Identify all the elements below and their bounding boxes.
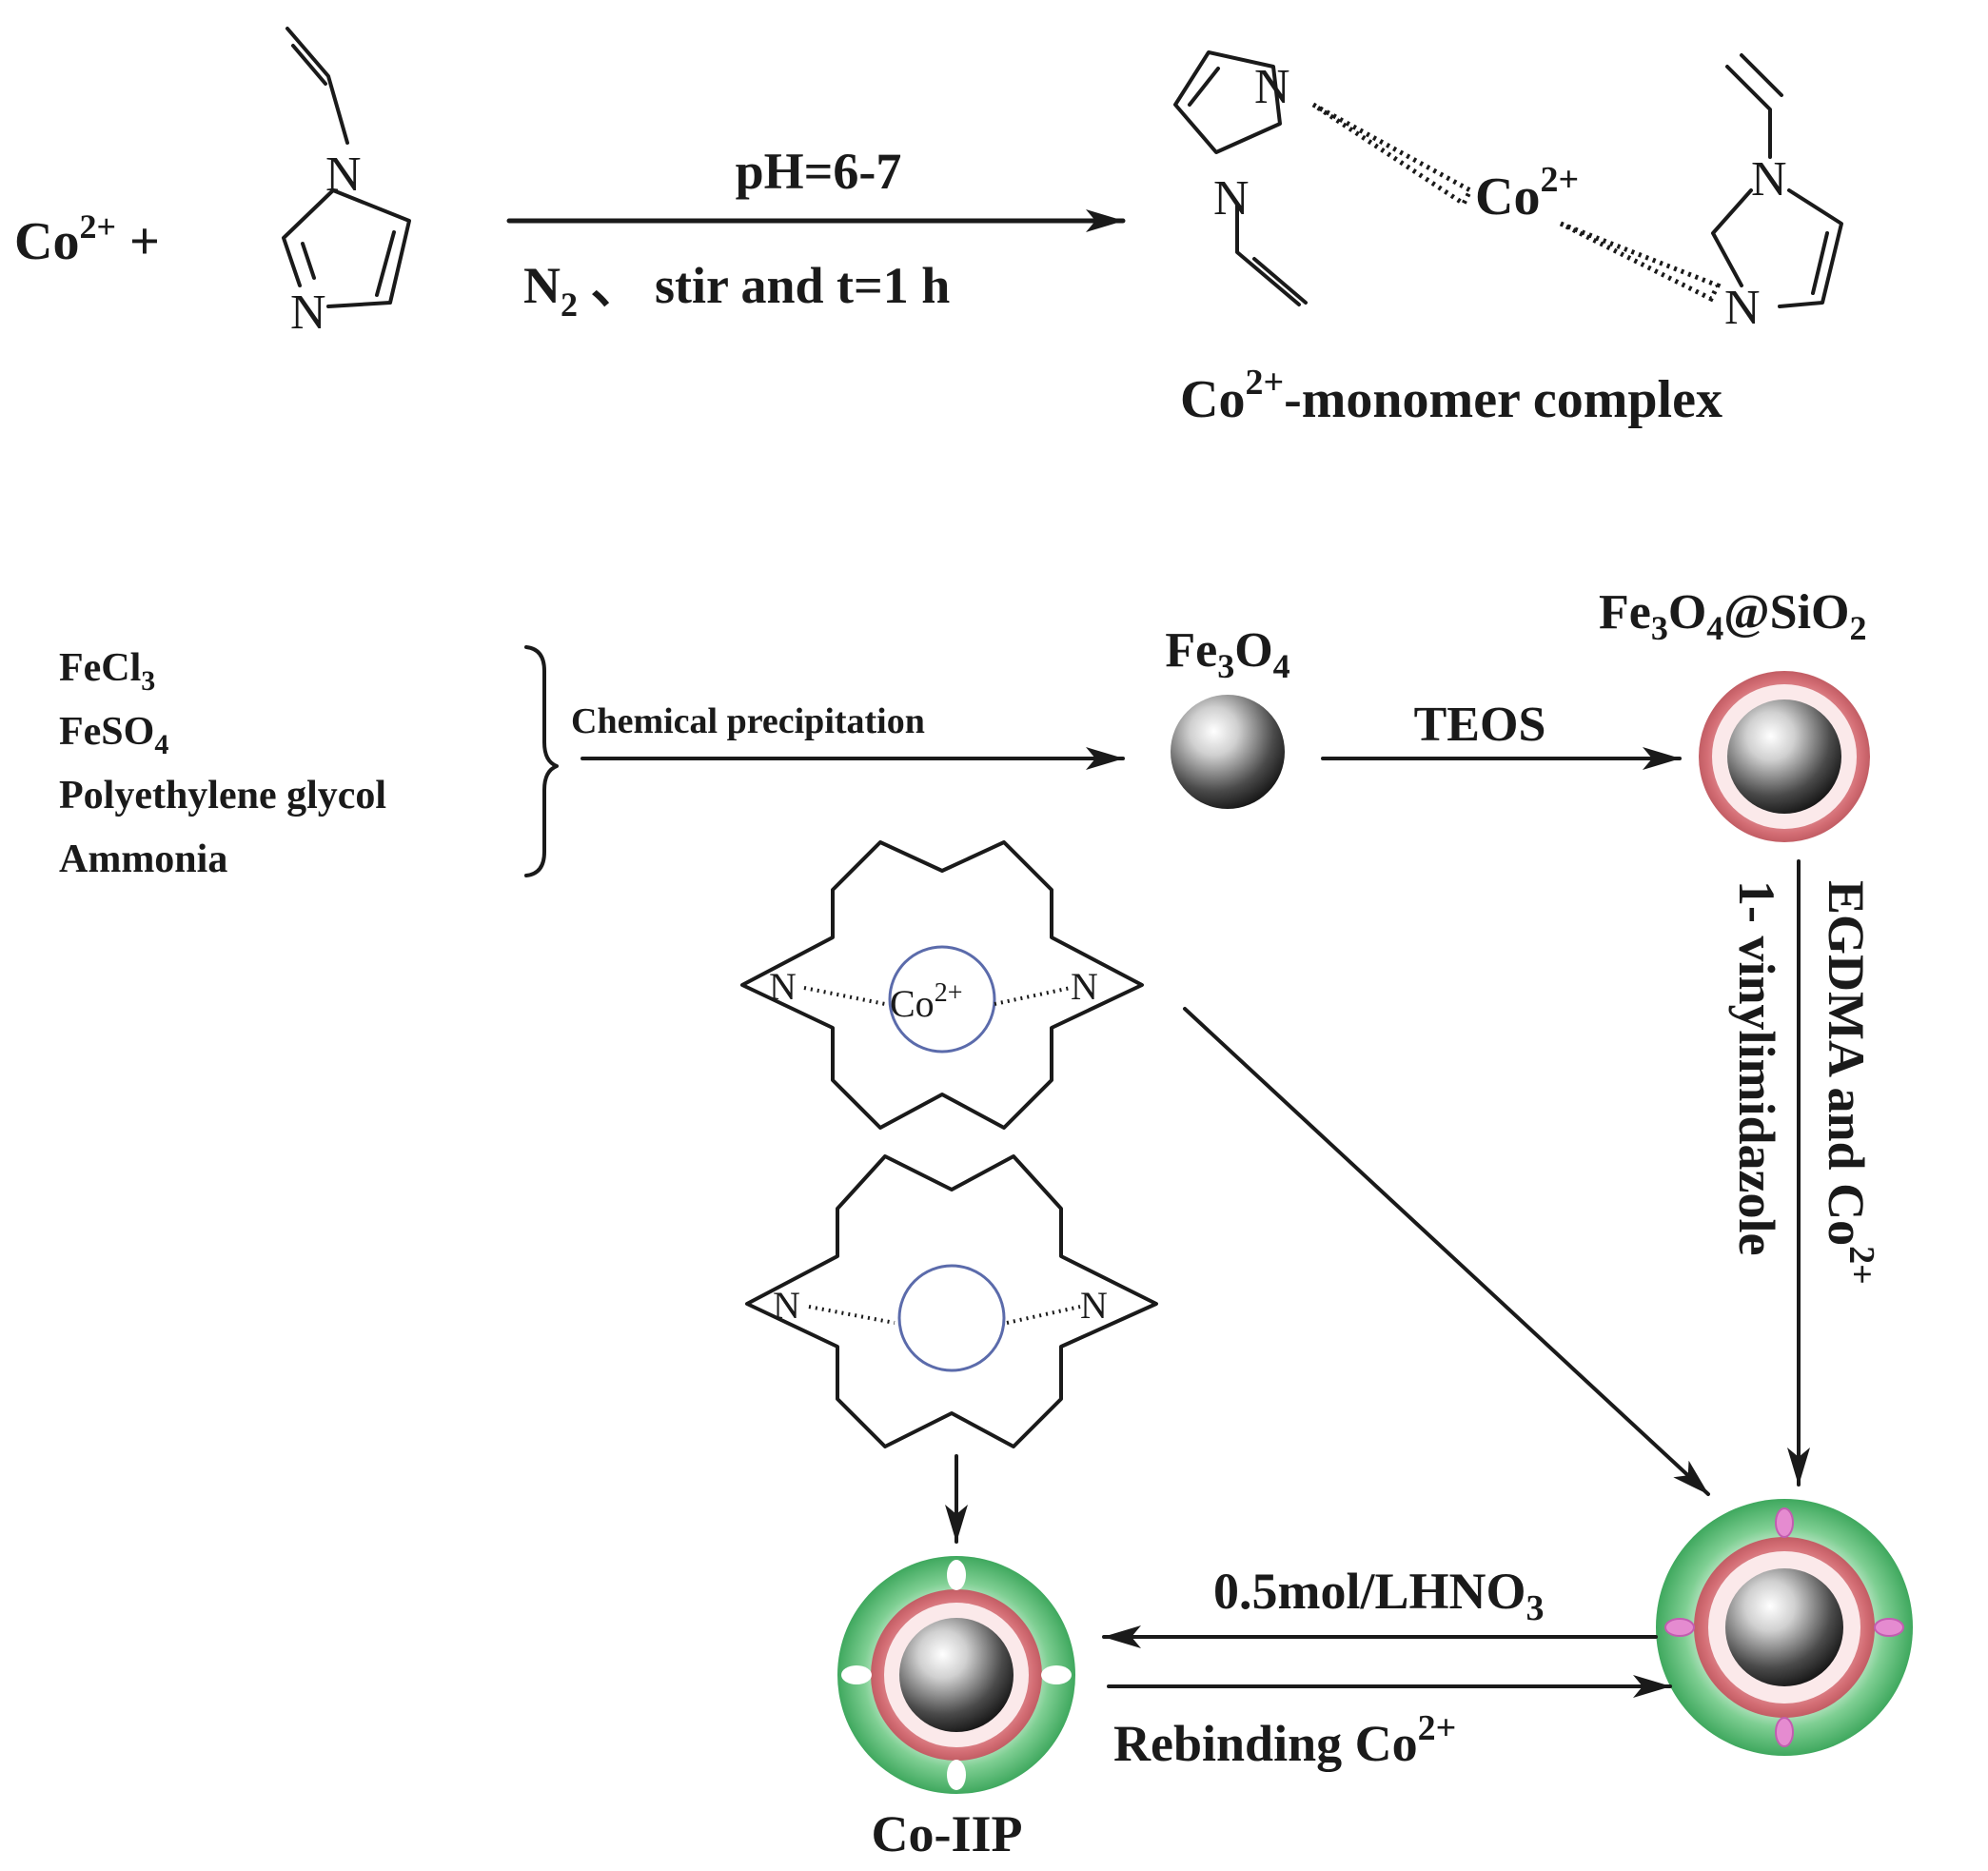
precipitation-label: Chemical precipitation: [571, 701, 925, 741]
empty-cavity-n-right: N: [1080, 1284, 1108, 1327]
fe3o4-label: Fe3O4: [1165, 623, 1289, 685]
reaction-equation: Co2++ N N pH=6-7 N2 、 stir and t=1 h N N: [14, 27, 1843, 429]
vinylimidazole-structure: N N: [282, 27, 411, 340]
condition-ph: pH=6-7: [736, 143, 902, 200]
synthesis-scheme: FeCl3 FeSO4 Polyethylene glycol Ammonia …: [59, 585, 1913, 1862]
cavity-n-right: N: [1071, 965, 1098, 1008]
complex-cobalt-ion: Co2+: [1475, 160, 1579, 226]
cobalt-monomer-complex: N N Co2+ N N: [1173, 50, 1843, 335]
complex-n-right-top: N: [1751, 152, 1787, 207]
cavity-cobalt-ion: Co2+: [890, 978, 962, 1025]
reagent-fecl3: FeCl3: [59, 646, 155, 697]
cobalt-ion-reactant: Co2++: [14, 207, 160, 271]
condition-atmosphere: N2 、 stir and t=1 h: [523, 257, 950, 324]
imprinted-particle: [1656, 1499, 1913, 1756]
vinylimidazole-label: 1- vinylimidazole: [1728, 880, 1785, 1255]
complex-n-left-top: N: [1254, 60, 1290, 114]
co-iip-particle: [837, 1556, 1075, 1794]
reagent-feso4: FeSO4: [59, 710, 168, 760]
complex-n-right-bottom: N: [1724, 281, 1761, 335]
imprint-arrow: [1183, 1007, 1710, 1496]
co-iip-label: Co-IIP: [872, 1805, 1023, 1862]
reagent-brace: [524, 645, 559, 877]
fe3o4-particle: [1171, 695, 1285, 809]
fe3o4-sio2-label: Fe3O4@SiO2: [1599, 585, 1866, 647]
complex-n-left-bottom: N: [1213, 171, 1250, 226]
cavity-with-cobalt: N N Co2+: [740, 840, 1144, 1130]
complex-caption: Co2+-monomer complex: [1180, 363, 1722, 429]
reagent-list: FeCl3 FeSO4 Polyethylene glycol Ammonia: [59, 645, 559, 881]
cavity-n-left: N: [769, 965, 797, 1008]
reagent-peg: Polyethylene glycol: [59, 774, 386, 817]
egdma-label: EGDMA and Co2+: [1818, 880, 1881, 1285]
cavity-empty: N N: [745, 1154, 1158, 1448]
imidazole-n3-atom: N: [290, 286, 326, 340]
empty-cavity-n-left: N: [773, 1284, 800, 1327]
fe3o4-sio2-particle: [1699, 671, 1870, 842]
teos-label: TEOS: [1414, 698, 1546, 752]
rebinding-label: Rebinding Co2+: [1113, 1708, 1456, 1772]
imidazole-n1-atom: N: [325, 148, 362, 202]
reagent-ammonia: Ammonia: [59, 837, 227, 881]
elution-label: 0.5mol/LHNO3: [1213, 1563, 1545, 1628]
